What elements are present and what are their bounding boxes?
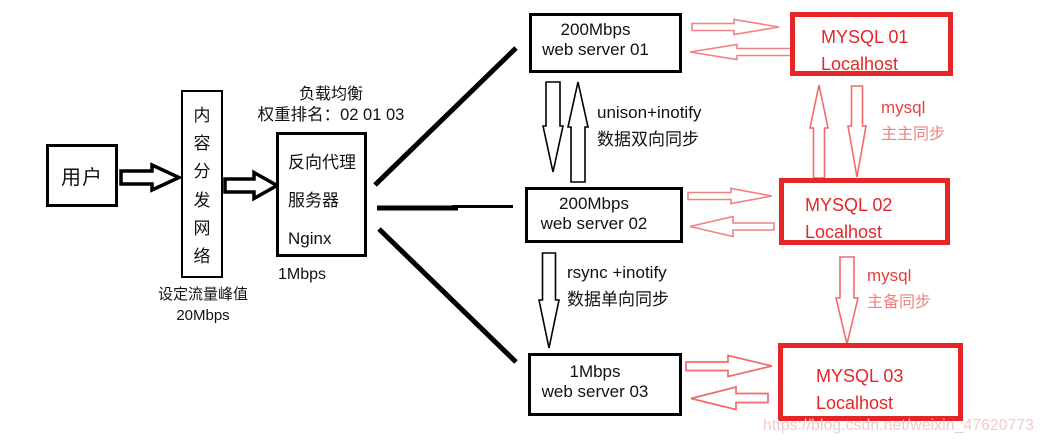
mysql-03-box: MYSQL 03 Localhost bbox=[778, 343, 963, 421]
mysql-02-box: MYSQL 02 Localhost bbox=[779, 178, 950, 245]
mysql02-to-web02-arrow-icon bbox=[689, 215, 775, 238]
cdn-peak-line2: 20Mbps bbox=[176, 307, 230, 324]
db23-sync-desc: 主备同步 bbox=[867, 294, 932, 311]
mysql-03-name: MYSQL 03 bbox=[816, 366, 904, 386]
mysql03-to-web03-arrow-icon bbox=[690, 385, 769, 411]
db12-sync-tool: mysql bbox=[881, 98, 926, 117]
nginx-to-web03-line bbox=[377, 227, 518, 364]
cdn-box: 内 容 分 发 网 络 bbox=[181, 90, 223, 278]
mysql-02-host: Localhost bbox=[805, 222, 883, 242]
cdn-char: 容 bbox=[193, 134, 211, 154]
cdn-traffic-peak-label: 设定流量峰值 20Mbps bbox=[148, 284, 258, 326]
web-server-03-name: web server 03 bbox=[541, 382, 649, 401]
web03-to-mysql03-arrow-icon bbox=[685, 354, 773, 378]
web12-sync-tool: unison+inotify bbox=[597, 103, 702, 122]
watermark-url: https://blog.csdn.net/weixin_47620773 bbox=[763, 417, 1035, 434]
mysql01-to-mysql02-down-arrow-icon bbox=[847, 85, 867, 178]
mysql02-to-mysql01-up-arrow-icon bbox=[809, 84, 829, 179]
web-server-02-name: web server 02 bbox=[540, 214, 648, 233]
web12-sync-label: unison+inotify 数据双向同步 bbox=[597, 99, 701, 153]
db12-sync-label: mysql 主主同步 bbox=[881, 94, 945, 148]
db12-sync-desc: 主主同步 bbox=[881, 126, 946, 143]
cdn-to-nginx-arrow-icon bbox=[223, 169, 281, 202]
mysql-01-name: MYSQL 01 bbox=[821, 27, 909, 47]
nginx-line3: Nginx bbox=[288, 229, 332, 248]
web-server-01-box: 200Mbps web server 01 bbox=[529, 13, 682, 73]
web23-sync-tool: rsync +inotify bbox=[567, 263, 667, 282]
web-server-01-name: web server 01 bbox=[542, 40, 649, 59]
load-balance-weights: 权重排名：02 01 03 bbox=[257, 106, 405, 124]
web12-sync-desc: 数据双向同步 bbox=[597, 130, 699, 149]
cdn-char: 网 bbox=[193, 218, 211, 238]
web23-sync-desc: 数据单向同步 bbox=[567, 290, 669, 309]
db23-sync-tool: mysql bbox=[867, 266, 912, 285]
user-label: 用户 bbox=[61, 167, 103, 189]
web01-to-mysql01-arrow-icon bbox=[691, 18, 780, 36]
web-server-02-bandwidth: 200Mbps bbox=[559, 194, 629, 213]
user-to-cdn-arrow-icon bbox=[119, 162, 184, 193]
mysql-01-host: Localhost bbox=[821, 54, 899, 74]
nginx-to-web01-line bbox=[373, 46, 518, 187]
user-box: 用户 bbox=[46, 144, 118, 207]
web02-to-mysql02-arrow-icon bbox=[687, 187, 773, 205]
web02-up-arrow-icon bbox=[567, 81, 589, 183]
web01-down-arrow-icon bbox=[542, 81, 564, 173]
web-server-03-box: 1Mbps web server 03 bbox=[528, 353, 682, 416]
load-balance-line1: 负载均衡 bbox=[298, 86, 363, 103]
mysql01-to-web01-arrow-icon bbox=[689, 43, 792, 61]
load-balance-label: 负载均衡 权重排名：02 01 03 bbox=[253, 84, 409, 126]
cdn-char: 络 bbox=[193, 246, 211, 266]
web23-sync-label: rsync +inotify 数据单向同步 bbox=[567, 259, 669, 313]
web02-to-web03-down-arrow-icon bbox=[538, 252, 560, 349]
nginx-bandwidth-label: 1Mbps bbox=[278, 266, 327, 283]
mysql02-to-mysql03-down-arrow-icon bbox=[834, 256, 860, 345]
db23-sync-label: mysql 主备同步 bbox=[867, 262, 931, 316]
nginx-box: 反向代理 服务器 Nginx bbox=[276, 132, 367, 257]
nginx-line2: 服务器 bbox=[288, 191, 339, 210]
web-server-01-bandwidth: 200Mbps bbox=[560, 20, 631, 39]
mysql-03-host: Localhost bbox=[816, 393, 894, 413]
mysql-01-box: MYSQL 01 Localhost bbox=[790, 12, 953, 76]
cdn-char: 内 bbox=[193, 106, 211, 126]
nginx-line1: 反向代理 bbox=[288, 153, 356, 172]
mysql-02-name: MYSQL 02 bbox=[805, 195, 893, 215]
cdn-char: 分 bbox=[193, 162, 211, 182]
web-server-03-bandwidth: 1Mbps bbox=[569, 362, 621, 381]
cdn-char: 发 bbox=[193, 190, 211, 210]
cdn-peak-line1: 设定流量峰值 bbox=[157, 286, 248, 303]
web-server-02-box: 200Mbps web server 02 bbox=[525, 187, 683, 243]
